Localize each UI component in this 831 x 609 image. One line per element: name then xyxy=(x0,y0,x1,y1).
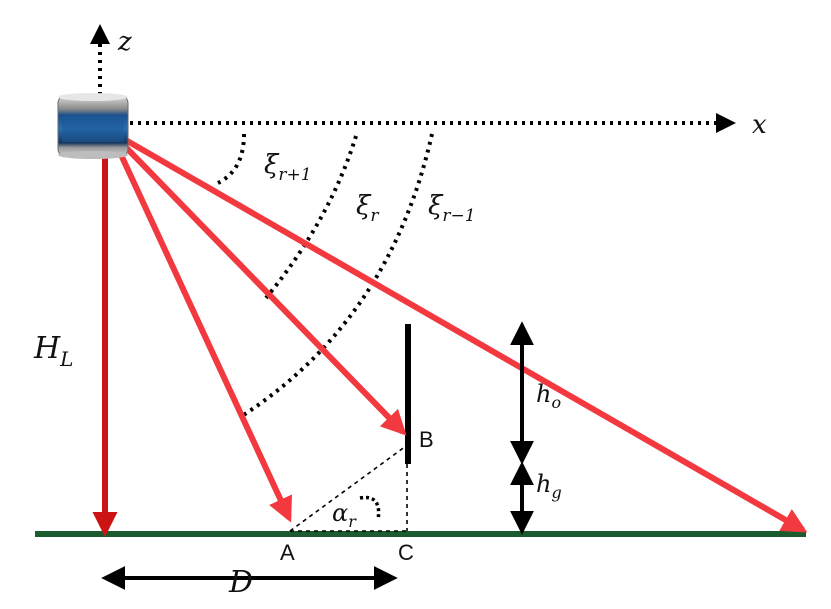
xi-r-plus-1-label: ξr+1 xyxy=(264,150,312,185)
ray-to-obstacle-b xyxy=(107,128,407,436)
point-c-label: C xyxy=(398,540,414,565)
point-b-label: B xyxy=(419,427,434,452)
xi-r-arc xyxy=(264,135,358,300)
alpha-r-arc xyxy=(359,495,381,521)
distance-label: D xyxy=(228,565,253,600)
xi-r-plus-1-arc xyxy=(217,133,246,185)
alpha-r-label: αr xyxy=(332,499,357,531)
lidar-height-label: HL xyxy=(33,331,73,371)
gap-height-label: hg xyxy=(536,470,562,502)
point-a-label: A xyxy=(280,540,295,565)
lidar-sensor-icon xyxy=(57,93,129,159)
xi-r-label: ξr xyxy=(356,191,379,226)
ray-to-ground-far xyxy=(108,128,808,533)
x-axis-label: x xyxy=(752,110,767,140)
xi-r-minus-1-arc xyxy=(240,133,434,418)
xi-r-minus-1-label: ξr−1 xyxy=(428,191,476,226)
obstacle-height-label: ho xyxy=(536,380,561,412)
ray-to-point-a xyxy=(107,129,292,523)
z-axis-label: z xyxy=(117,27,132,57)
